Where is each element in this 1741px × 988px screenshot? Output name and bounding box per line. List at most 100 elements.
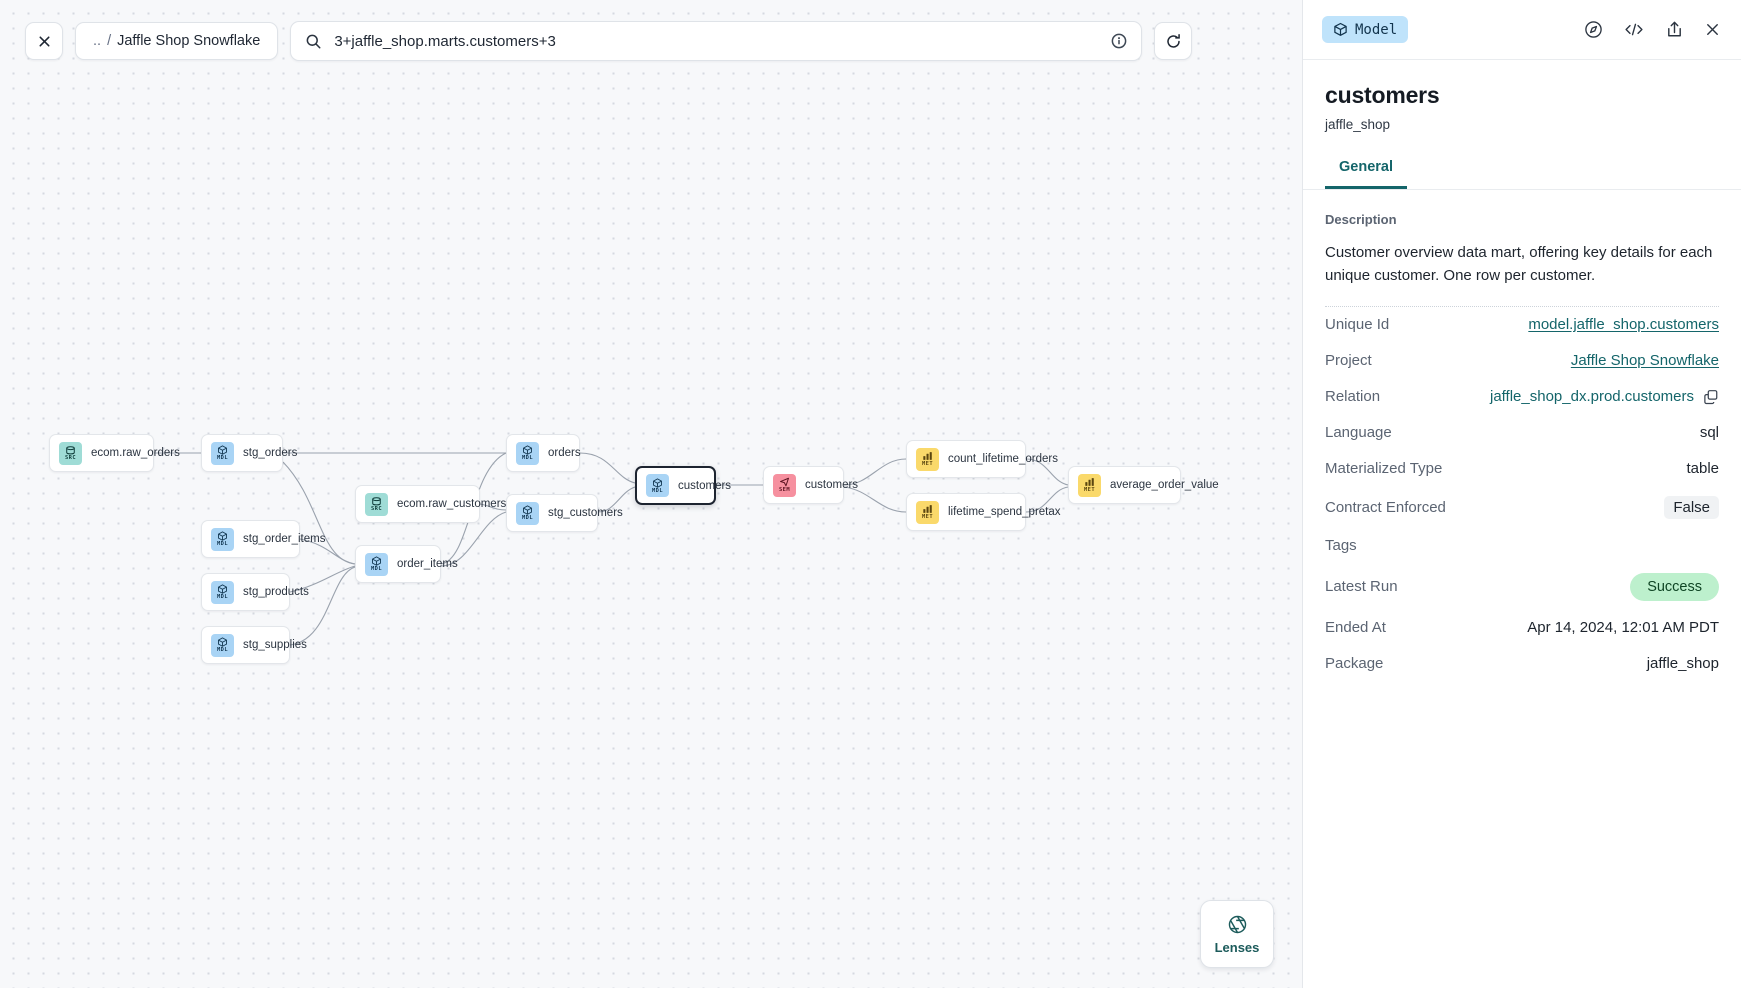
property-value: jaffle_shop <box>1647 655 1719 672</box>
share-icon[interactable] <box>1665 20 1684 39</box>
lineage-node-label: ecom.raw_orders <box>91 447 180 459</box>
breadcrumb-project: Jaffle Shop Snowflake <box>117 33 261 49</box>
lineage-node-label: lifetime_spend_pretax <box>948 506 1061 518</box>
property-value: model.jaffle_shop.customers <box>1528 316 1719 333</box>
status-badge: False <box>1664 495 1719 519</box>
property-key: Language <box>1325 424 1392 441</box>
property-row: Relation jaffle_shop_dx.prod.customers <box>1325 379 1719 415</box>
breadcrumb-separator: / <box>107 33 112 49</box>
property-key: Materialized Type <box>1325 460 1443 477</box>
mdl-badge-icon: MDL <box>211 441 234 465</box>
search-input[interactable]: 3+jaffle_shop.marts.customers+3 <box>334 32 556 50</box>
property-row: Language sql <box>1325 415 1719 451</box>
property-link[interactable]: jaffle_shop_dx.prod.customers <box>1489 388 1694 405</box>
divider <box>1325 305 1719 307</box>
mdl-badge-icon: MDL <box>211 580 234 604</box>
explore-icon[interactable] <box>1584 20 1603 39</box>
lenses-button[interactable]: Lenses <box>1200 900 1274 968</box>
property-row: Contract Enforced False <box>1325 487 1719 528</box>
property-key: Unique Id <box>1325 316 1390 333</box>
property-value: Success <box>1630 572 1719 601</box>
close-icon[interactable] <box>1704 21 1721 38</box>
code-icon[interactable] <box>1623 20 1645 39</box>
property-link[interactable]: model.jaffle_shop.customers <box>1528 316 1719 333</box>
close-lineage-button[interactable] <box>25 22 63 60</box>
property-value: Apr 14, 2024, 12:01 AM PDT <box>1527 619 1719 636</box>
details-body: Description Customer overview data mart,… <box>1303 190 1741 682</box>
property-value: jaffle_shop_dx.prod.customers <box>1490 388 1719 405</box>
lenses-label: Lenses <box>1214 939 1260 955</box>
lineage-node-stg_products[interactable]: MDL stg_products <box>201 573 309 611</box>
details-panel: Model <box>1302 0 1741 988</box>
property-text: sql <box>1699 424 1719 441</box>
status-badge[interactable]: Success <box>1630 572 1719 601</box>
met-badge-icon: MET <box>1078 473 1101 497</box>
lineage-node-ecom_raw_customers[interactable]: SRC ecom.raw_customers <box>355 485 506 523</box>
node-type-pill[interactable]: Model <box>1322 16 1409 43</box>
met-badge-icon: MET <box>916 500 939 524</box>
property-value: False <box>1664 495 1719 519</box>
lineage-node-orders[interactable]: MDL orders <box>506 434 581 472</box>
lineage-node-stg_customers[interactable]: MDL stg_customers <box>506 494 623 532</box>
breadcrumb[interactable]: .. / Jaffle Shop Snowflake <box>75 22 279 60</box>
search-icon <box>305 33 322 50</box>
copy-icon[interactable] <box>1703 389 1719 405</box>
description-label: Description <box>1325 212 1397 227</box>
property-link[interactable]: Jaffle Shop Snowflake <box>1570 352 1719 369</box>
info-icon[interactable] <box>1111 33 1127 49</box>
lineage-node-count_lifetime_orders[interactable]: MET count_lifetime_orders <box>906 440 1058 478</box>
property-text: table <box>1686 460 1719 477</box>
lineage-node-label: stg_customers <box>548 507 623 519</box>
details-header-actions <box>1584 20 1721 39</box>
property-row: Tags <box>1325 528 1719 564</box>
lineage-node-label: orders <box>548 447 581 459</box>
mdl-badge-icon: MDL <box>365 552 388 576</box>
property-key: Package <box>1325 655 1384 672</box>
property-row: Unique Id model.jaffle_shop.customers <box>1325 307 1719 343</box>
lineage-node-stg_supplies[interactable]: MDL stg_supplies <box>201 626 307 664</box>
mdl-badge-icon: MDL <box>516 441 539 465</box>
details-header: Model <box>1303 0 1741 60</box>
lineage-node-label: stg_products <box>243 586 309 598</box>
aperture-icon <box>1227 914 1248 935</box>
property-row: Materialized Type table <box>1325 451 1719 487</box>
mdl-badge-icon: MDL <box>211 633 234 657</box>
page-subtitle: jaffle_shop <box>1325 117 1391 132</box>
met-badge-icon: MET <box>916 447 939 471</box>
breadcrumb-prefix: .. <box>93 33 102 49</box>
property-key: Relation <box>1325 388 1381 405</box>
lineage-node-average_order_value[interactable]: MET average_order_value <box>1068 466 1219 504</box>
property-row: Latest Run Success <box>1325 564 1719 610</box>
lineage-node-lifetime_spend_pretax[interactable]: MET lifetime_spend_pretax <box>906 493 1061 531</box>
cube-icon <box>1333 22 1348 37</box>
lineage-node-label: customers <box>805 479 859 491</box>
src-badge-icon: SRC <box>365 492 388 516</box>
lineage-node-label: stg_supplies <box>243 639 307 651</box>
tab-general[interactable]: General <box>1325 159 1407 189</box>
lineage-search-field[interactable]: 3+jaffle_shop.marts.customers+3 <box>290 21 1143 61</box>
property-key: Latest Run <box>1325 578 1398 595</box>
details-title-block: customers jaffle_shop <box>1303 60 1741 132</box>
property-value: table <box>1686 460 1719 477</box>
lineage-node-label: count_lifetime_orders <box>948 453 1058 465</box>
property-value: sql <box>1700 424 1719 441</box>
lineage-node-label: stg_orders <box>243 447 298 459</box>
lineage-node-stg_orders[interactable]: MDL stg_orders <box>201 434 297 472</box>
lineage-node-label: ecom.raw_customers <box>397 498 507 510</box>
mdl-badge-icon: MDL <box>516 501 539 525</box>
lineage-node-label: average_order_value <box>1110 479 1219 491</box>
refresh-button[interactable] <box>1154 22 1193 60</box>
property-key: Contract Enforced <box>1325 498 1446 516</box>
property-row: Package jaffle_shop <box>1325 646 1719 682</box>
canvas-toolbar: .. / Jaffle Shop Snowflake 3+jaffle_shop… <box>25 21 1193 61</box>
